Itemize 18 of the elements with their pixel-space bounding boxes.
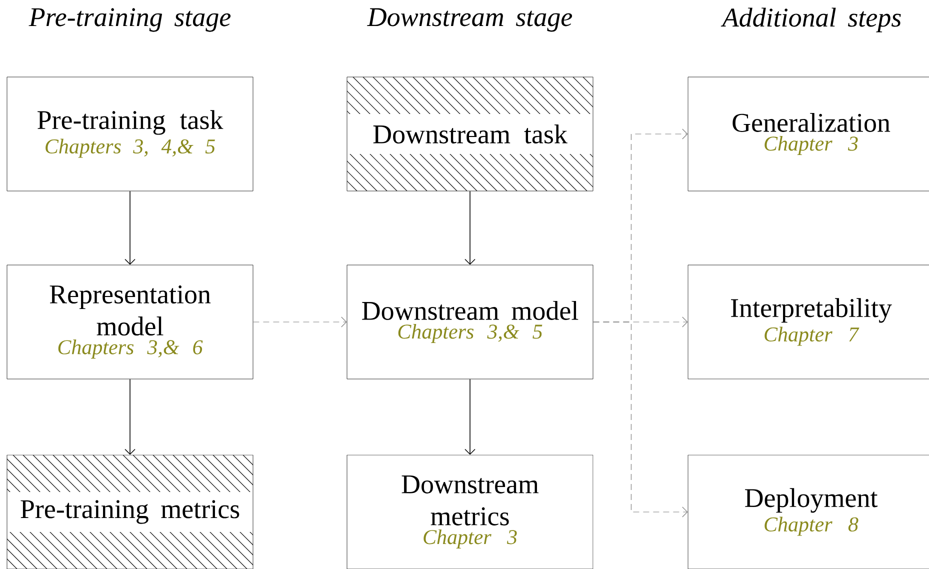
process-box: Interpretability Chapter 7 — [688, 264, 929, 380]
hatched-box: Downstream task — [346, 76, 594, 192]
column-heading: Additional steps — [720, 8, 901, 32]
process-box: Downstream metrics Chapter 3 — [346, 454, 594, 569]
column-heading: Downstream stage — [367, 8, 572, 32]
arrow — [124, 378, 136, 455]
process-box: Deployment Chapter 8 — [688, 454, 929, 569]
arrow — [464, 378, 476, 455]
process-box: Representation model Chapters 3,& 6 — [6, 264, 254, 380]
arrow — [252, 316, 347, 328]
arrow — [124, 190, 136, 265]
arrow — [592, 322, 688, 518]
process-box: Downstream model Chapters 3,& 5 — [346, 264, 594, 380]
hatched-box: Pre-training metrics — [6, 454, 254, 569]
arrow — [464, 190, 476, 265]
process-box: Generalization Chapter 3 — [688, 76, 929, 192]
process-box: Pre-training task Chapters 3, 4,& 5 — [6, 76, 254, 192]
column-heading: Pre-training stage — [28, 8, 231, 32]
